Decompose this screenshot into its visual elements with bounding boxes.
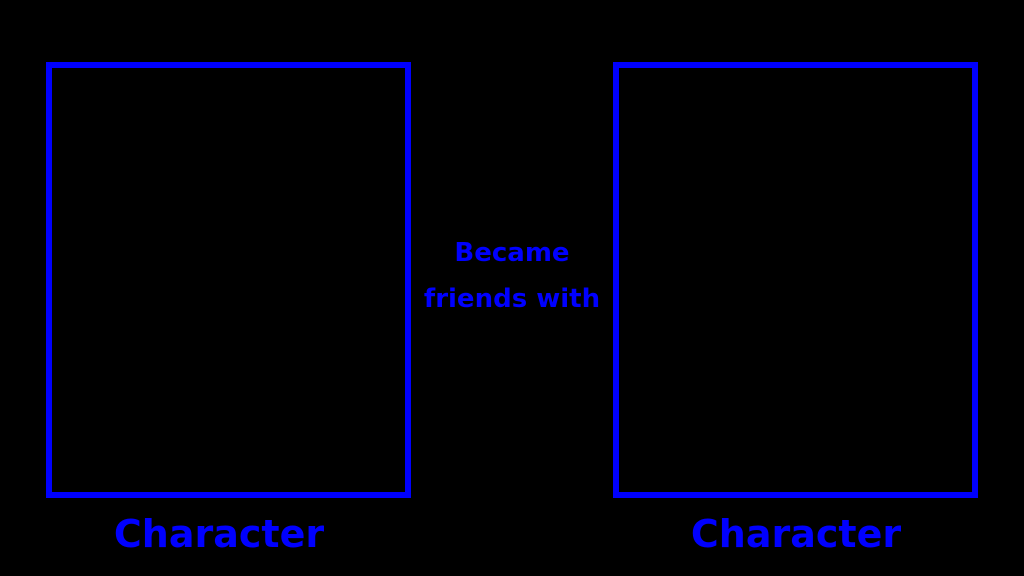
left-character-caption: Character xyxy=(113,512,325,556)
relation-text-line-1: Became xyxy=(454,238,570,268)
right-character-frame xyxy=(613,62,978,498)
left-character-frame xyxy=(46,62,411,498)
relation-text-line-2: friends with xyxy=(423,284,601,314)
right-character-caption: Character xyxy=(690,512,902,556)
